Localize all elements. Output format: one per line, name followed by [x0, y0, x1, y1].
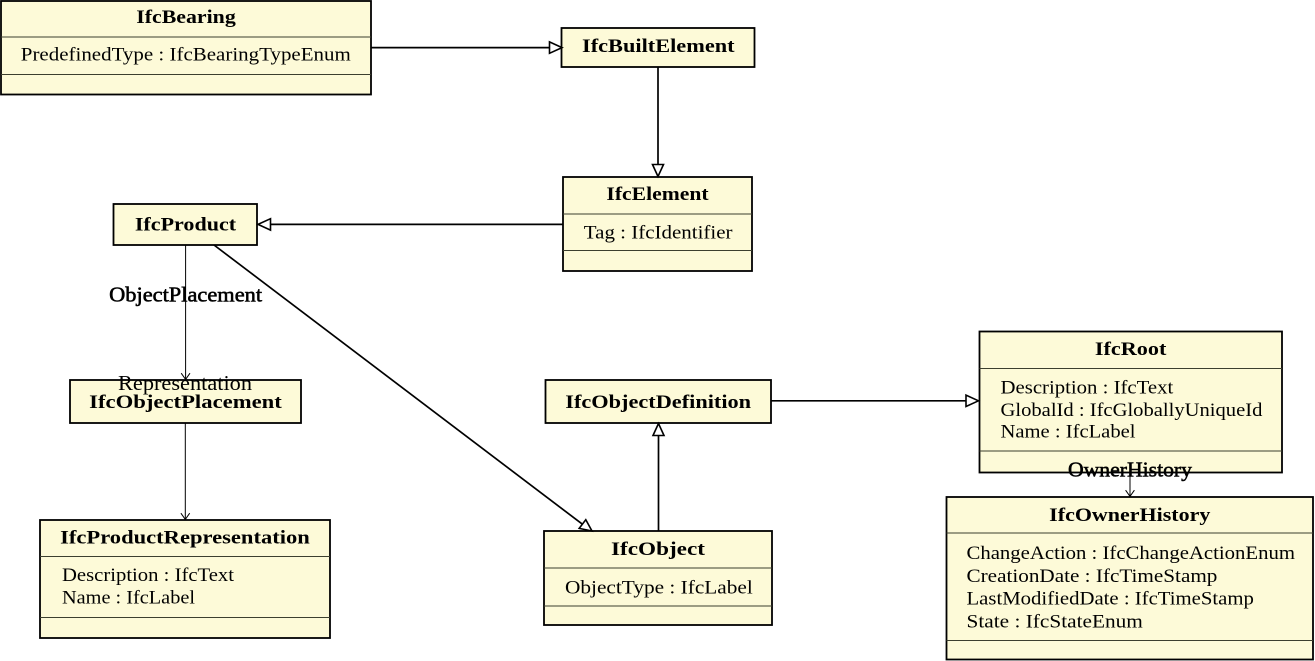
svg-text:IfcObject: IfcObject: [611, 540, 706, 560]
svg-text:LastModifiedDate : IfcTimeStam: LastModifiedDate : IfcTimeStamp: [967, 590, 1254, 610]
svg-text:Representation: Representation: [118, 371, 253, 395]
svg-text:ChangeAction : IfcChangeAction: ChangeAction : IfcChangeActionEnum: [967, 544, 1296, 564]
svg-text:IfcOwnerHistory: IfcOwnerHistory: [1049, 506, 1211, 526]
svg-text:Description : IfcText: Description : IfcText: [1001, 378, 1175, 398]
svg-text:IfcProduct: IfcProduct: [135, 215, 237, 235]
svg-text:GlobalId : IfcGloballyUniqueId: GlobalId : IfcGloballyUniqueId: [1001, 401, 1264, 421]
svg-text:Description : IfcText: Description : IfcText: [62, 566, 235, 586]
svg-text:IfcBearing: IfcBearing: [136, 8, 236, 28]
svg-text:IfcProductRepresentation: IfcProductRepresentation: [60, 529, 311, 549]
svg-text:IfcElement: IfcElement: [606, 185, 709, 205]
svg-text:IfcBuiltElement: IfcBuiltElement: [582, 37, 736, 57]
svg-text:CreationDate : IfcTimeStamp: CreationDate : IfcTimeStamp: [967, 567, 1218, 587]
svg-text:OwnerHistory: OwnerHistory: [1068, 458, 1193, 482]
svg-text:IfcObjectDefinition: IfcObjectDefinition: [565, 393, 752, 413]
svg-text:ObjectType : IfcLabel: ObjectType : IfcLabel: [565, 578, 753, 598]
svg-text:PredefinedType : IfcBearingTyp: PredefinedType : IfcBearingTypeEnum: [21, 46, 352, 66]
svg-text:IfcRoot: IfcRoot: [1095, 340, 1168, 360]
svg-text:Name : IfcLabel: Name : IfcLabel: [62, 589, 195, 609]
svg-text:State : IfcStateEnum: State : IfcStateEnum: [967, 613, 1144, 633]
svg-text:IfcObjectPlacement: IfcObjectPlacement: [89, 393, 283, 413]
svg-text:Name : IfcLabel: Name : IfcLabel: [1001, 423, 1136, 443]
svg-text:ObjectPlacement: ObjectPlacement: [109, 283, 262, 307]
svg-text:Tag : IfcIdentifier: Tag : IfcIdentifier: [584, 223, 733, 243]
